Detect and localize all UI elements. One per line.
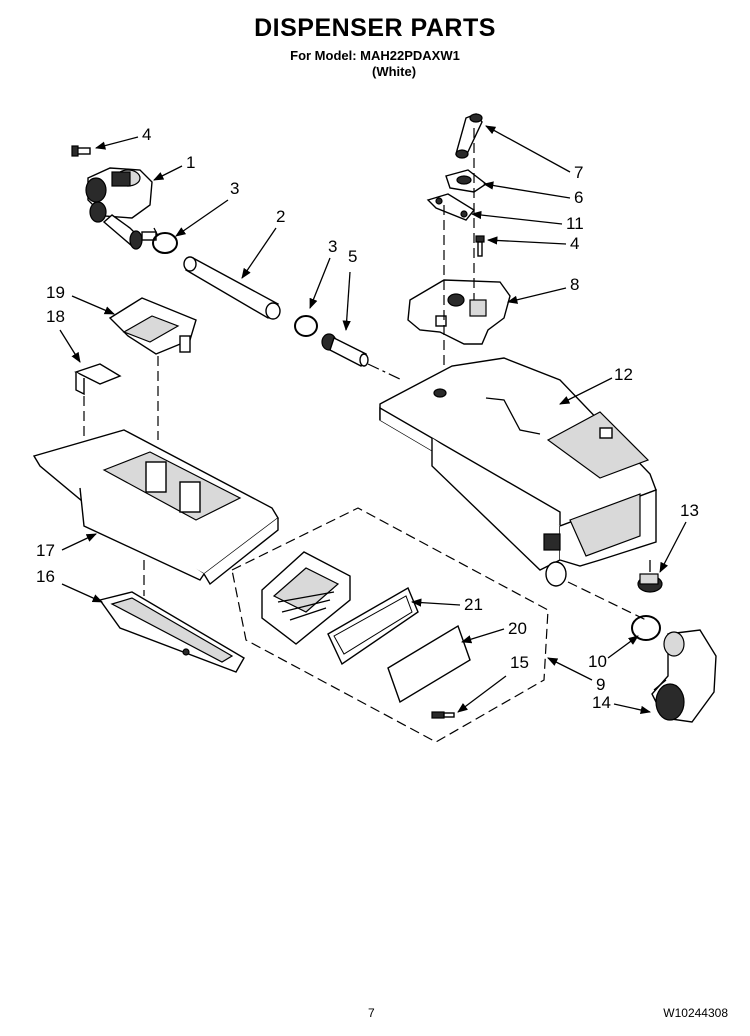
- page-number: 7: [368, 1006, 375, 1020]
- callout-2: 2: [276, 207, 285, 226]
- cover-plate-part-15: [387, 624, 471, 704]
- callout-14: 14: [592, 693, 611, 712]
- model-line: For Model: MAH22PDAXW1: [290, 48, 460, 63]
- lid-part-19: [108, 297, 197, 355]
- callouts: 4 1 3 2 3 5 7 6 11 4 8 19 18 12 17 13 16: [36, 125, 699, 715]
- callout-8: 8: [570, 275, 579, 294]
- tray-part-16: [98, 591, 245, 673]
- plate-part-11: [426, 193, 476, 221]
- actuator-part-8: [407, 279, 511, 345]
- cap-part-13: [637, 560, 663, 593]
- inlet-nozzle-part-5: [321, 333, 369, 367]
- callout-6: 6: [574, 188, 583, 207]
- inlet-hose-part-2: [183, 256, 281, 320]
- callout-16: 16: [36, 567, 55, 586]
- clamp-part-10: [631, 615, 661, 641]
- callout-3-top: 3: [230, 179, 239, 198]
- callout-11: 11: [566, 214, 584, 233]
- gasket-part-6: [445, 169, 488, 193]
- color-line: (White): [372, 64, 417, 79]
- callout-10: 10: [588, 652, 607, 671]
- bellows-hose-part-14: [651, 629, 717, 723]
- seal-part-20: [327, 586, 419, 666]
- screw-part-15: [431, 711, 455, 719]
- bracket-part-7: [455, 113, 483, 159]
- callout-20: 20: [508, 619, 527, 638]
- callout-4-left: 4: [142, 125, 151, 144]
- hose-clamp-part-3-top: [152, 227, 178, 254]
- document-number: W10244308: [663, 1006, 728, 1020]
- callout-12: 12: [614, 365, 633, 384]
- callout-9: 9: [596, 675, 605, 694]
- callout-7: 7: [574, 163, 583, 182]
- callout-18: 18: [46, 307, 65, 326]
- callout-19: 19: [46, 283, 65, 302]
- axis-line-housing-outlet: [567, 581, 647, 621]
- callout-4-right: 4: [570, 234, 579, 253]
- callout-15: 15: [510, 653, 529, 672]
- siphon-grate-part-21: [261, 551, 351, 645]
- screw-part-4-right: [475, 235, 485, 257]
- dispenser-housing-part-12: [379, 357, 657, 587]
- water-valve-part-1: [85, 167, 157, 250]
- dispenser-drawer-part-17: [32, 429, 279, 586]
- callout-5: 5: [348, 247, 357, 266]
- callout-1: 1: [186, 153, 195, 172]
- clip-part-18: [74, 363, 122, 396]
- kit-boundary-part-9: [231, 507, 549, 743]
- callout-17: 17: [36, 541, 55, 560]
- screw-part-4-left: [71, 145, 91, 157]
- page-title: DISPENSER PARTS: [254, 14, 496, 42]
- callout-13: 13: [680, 501, 699, 520]
- hose-clamp-part-3-middle: [294, 315, 318, 337]
- callout-21: 21: [464, 595, 483, 614]
- axis-line-nozzle: [367, 363, 403, 381]
- callout-3-middle: 3: [328, 237, 337, 256]
